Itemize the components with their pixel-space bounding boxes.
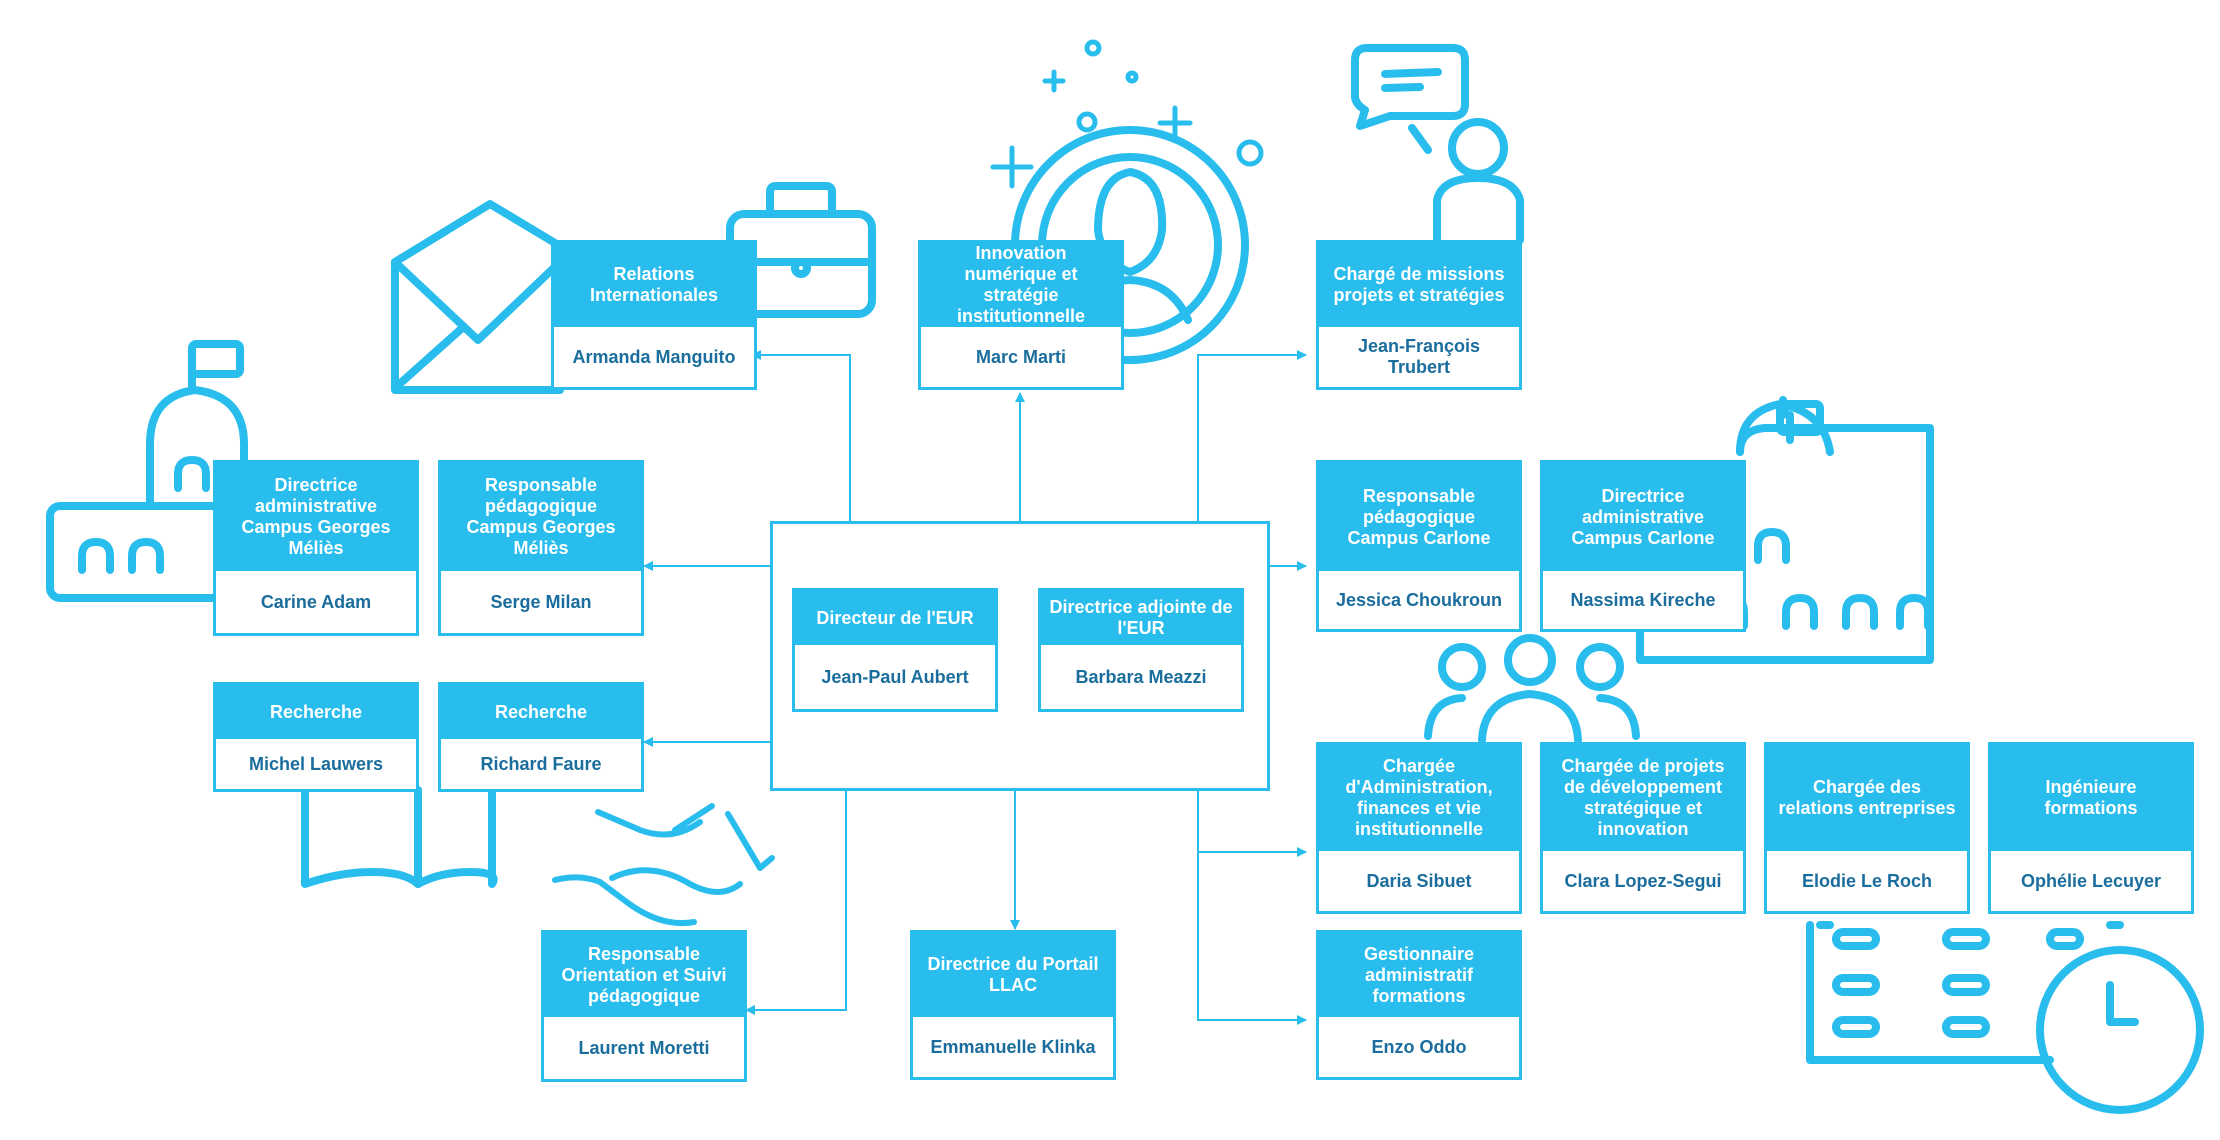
card-name: Elodie Le Roch <box>1801 870 1933 891</box>
card-name: Barbara Meazzi <box>1075 666 1207 687</box>
calendar-clock-icon <box>1806 921 2204 1114</box>
card-name: Jean-Paul Aubert <box>821 666 969 687</box>
card-name: Daria Sibuet <box>1366 870 1472 891</box>
org-card-directeur: Directeur de l'EUR Jean-Paul Aubert <box>792 588 998 712</box>
card-role: Innovation numérique et stratégie instit… <box>921 243 1121 327</box>
card-role: Recherche <box>216 685 416 739</box>
card-role: Chargée des relations entreprises <box>1767 745 1967 851</box>
card-role: Directrice administrative Campus Carlone <box>1543 463 1743 571</box>
card-role: Gestionnaire administratif formations <box>1319 933 1519 1017</box>
card-role: Chargé de missions projets et stratégies <box>1319 243 1519 327</box>
sparkle-icon <box>990 39 1264 189</box>
card-role: Directrice administrative Campus Georges… <box>216 463 416 571</box>
org-card-resp-peda-melies: Responsable pédagogique Campus Georges M… <box>438 460 644 636</box>
card-role: Chargée de projets de développement stra… <box>1543 745 1743 851</box>
card-name: Serge Milan <box>490 591 592 612</box>
card-role: Directeur de l'EUR <box>795 591 995 645</box>
card-name: Laurent Moretti <box>578 1037 710 1058</box>
org-card-portail-llac: Directrice du Portail LLAC Emmanuelle Kl… <box>910 930 1116 1080</box>
card-name: Michel Lauwers <box>248 753 384 774</box>
card-role: Recherche <box>441 685 641 739</box>
handshake-icon <box>552 803 775 926</box>
card-role: Responsable pédagogique Campus Georges M… <box>441 463 641 571</box>
org-card-adjointe: Directrice adjointe de l'EUR Barbara Mea… <box>1038 588 1244 712</box>
org-card-directrice-adm-melies: Directrice administrative Campus Georges… <box>213 460 419 636</box>
card-role: Directrice adjointe de l'EUR <box>1041 591 1241 645</box>
card-role: Relations Internationales <box>554 243 754 327</box>
org-card-orientation: Responsable Orientation et Suivi pédagog… <box>541 930 747 1082</box>
open-book-icon <box>301 776 498 888</box>
org-card-missions: Chargé de missions projets et stratégies… <box>1316 240 1522 390</box>
org-card-ingenieure-formations: Ingénieure formations Ophélie Lecuyer <box>1988 742 2194 914</box>
card-role: Chargée d'Administration, finances et vi… <box>1319 745 1519 851</box>
card-name: Marc Marti <box>975 346 1067 367</box>
org-card-directrice-adm-carlone: Directrice administrative Campus Carlone… <box>1540 460 1746 632</box>
card-role: Ingénieure formations <box>1991 745 2191 851</box>
card-name: Jean-François Trubert <box>1357 336 1481 377</box>
org-card-recherche-faure: Recherche Richard Faure <box>438 682 644 792</box>
card-name: Emmanuelle Klinka <box>930 1036 1096 1057</box>
org-card-innovation: Innovation numérique et stratégie instit… <box>918 240 1124 390</box>
card-name: Enzo Oddo <box>1371 1036 1467 1057</box>
card-name: Richard Faure <box>480 753 602 774</box>
org-card-admin-finances: Chargée d'Administration, finances et vi… <box>1316 742 1522 914</box>
card-role: Directrice du Portail LLAC <box>913 933 1113 1017</box>
card-name: Clara Lopez-Segui <box>1564 870 1722 891</box>
org-card-relations-internationales: Relations Internationales Armanda Mangui… <box>551 240 757 390</box>
org-card-resp-peda-carlone: Responsable pédagogique Campus Carlone J… <box>1316 460 1522 632</box>
card-role: Responsable Orientation et Suivi pédagog… <box>544 933 744 1017</box>
card-name: Carine Adam <box>260 591 372 612</box>
card-name: Ophélie Lecuyer <box>2020 870 2162 891</box>
org-card-projets-developpement: Chargée de projets de développement stra… <box>1540 742 1746 914</box>
card-role: Responsable pédagogique Campus Carlone <box>1319 463 1519 571</box>
org-card-gestionnaire-formations: Gestionnaire administratif formations En… <box>1316 930 1522 1080</box>
org-card-relations-entreprises: Chargée des relations entreprises Elodie… <box>1764 742 1970 914</box>
card-name: Nassima Kireche <box>1570 589 1716 610</box>
card-name: Armanda Manguito <box>572 346 736 367</box>
org-card-recherche-lauwers: Recherche Michel Lauwers <box>213 682 419 792</box>
group-icon <box>1424 634 1640 744</box>
card-name: Jessica Choukroun <box>1335 589 1503 610</box>
chat-person-icon <box>1351 44 1524 244</box>
